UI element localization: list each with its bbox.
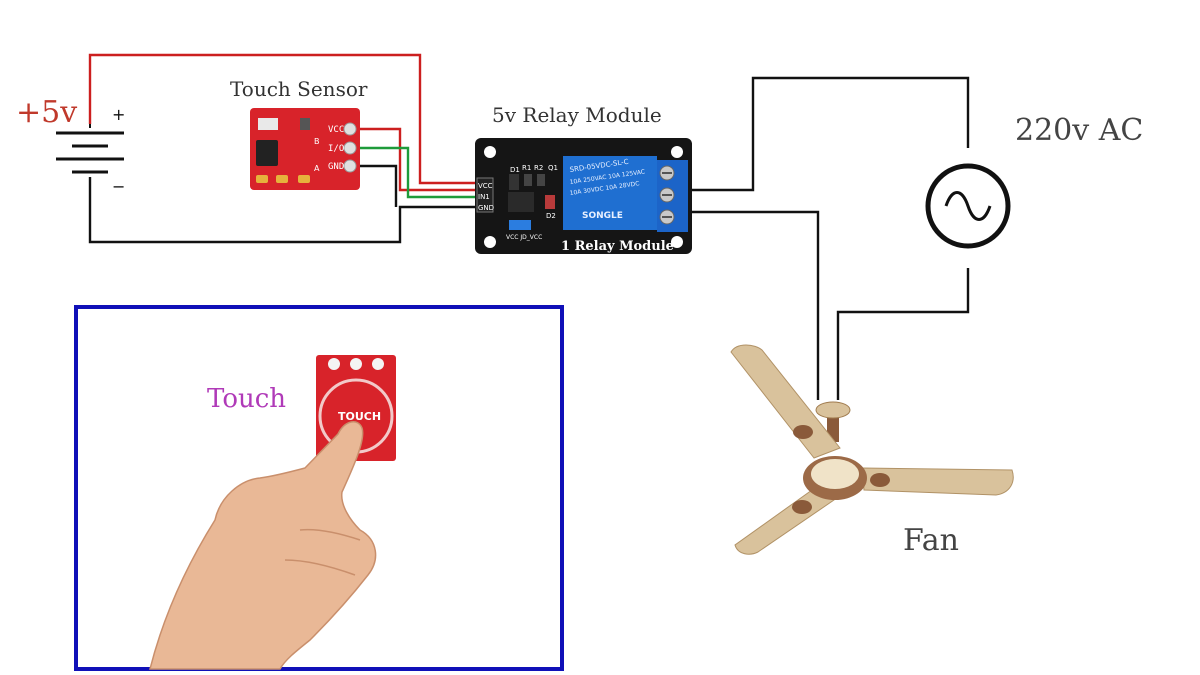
ac-wire-top [690,76,970,192]
sensor-pin-vcc: VCC [328,125,344,135]
touch-pad-text: TOUCH [338,410,381,423]
fan-wire-1 [690,210,820,400]
sensor-pin-gnd: GND [328,162,344,172]
sensor-side-b: B [314,137,320,146]
ac-source-symbol [925,163,1011,249]
touch-sensor-title: Touch Sensor [230,77,368,101]
touch-demo-panel: TOUCH [74,305,564,671]
sensor-gnd-wire [350,164,398,207]
touch-sensor-module: VCC I/O GND B A [250,108,360,190]
ground-wire [88,177,477,244]
relay-jumper-label: VCC JD_VCC [506,234,542,241]
relay-pin-vcc: VCC [478,182,493,190]
relay-label-d1: D1 [510,166,520,174]
battery-voltage-label: +5v [16,95,77,130]
battery-minus-sign: − [112,177,125,196]
relay-label-r2: R2 [534,164,543,172]
relay-module-title: 5v Relay Module [492,103,662,127]
relay-pin-in1: IN1 [478,193,490,201]
relay-board-label: 1 Relay Module [561,239,674,254]
relay-body-brand: SONGLE [582,211,623,221]
relay-module: VCC IN1 GND D1 R1 R2 Q1 D2 VCC JD_VCC SR… [475,138,692,254]
sensor-vcc-wire [350,127,477,192]
fan-wire-2 [836,268,970,400]
relay-label-d2: D2 [546,212,556,220]
sensor-side-a: A [314,164,320,173]
wires [88,53,970,400]
fan-label: Fan [903,523,959,558]
touch-label: Touch [207,384,286,414]
relay-label-r1: R1 [522,164,531,172]
battery-plus-sign: + [112,105,125,124]
ceiling-fan [730,344,1014,555]
sensor-pin-io: I/O [328,144,344,154]
relay-label-q1: Q1 [548,164,558,172]
ac-source-label: 220v AC [1015,113,1143,148]
power-wire [88,53,477,185]
signal-wire [350,146,477,199]
relay-pin-gnd: GND [478,204,494,212]
pointing-hand [149,421,377,670]
